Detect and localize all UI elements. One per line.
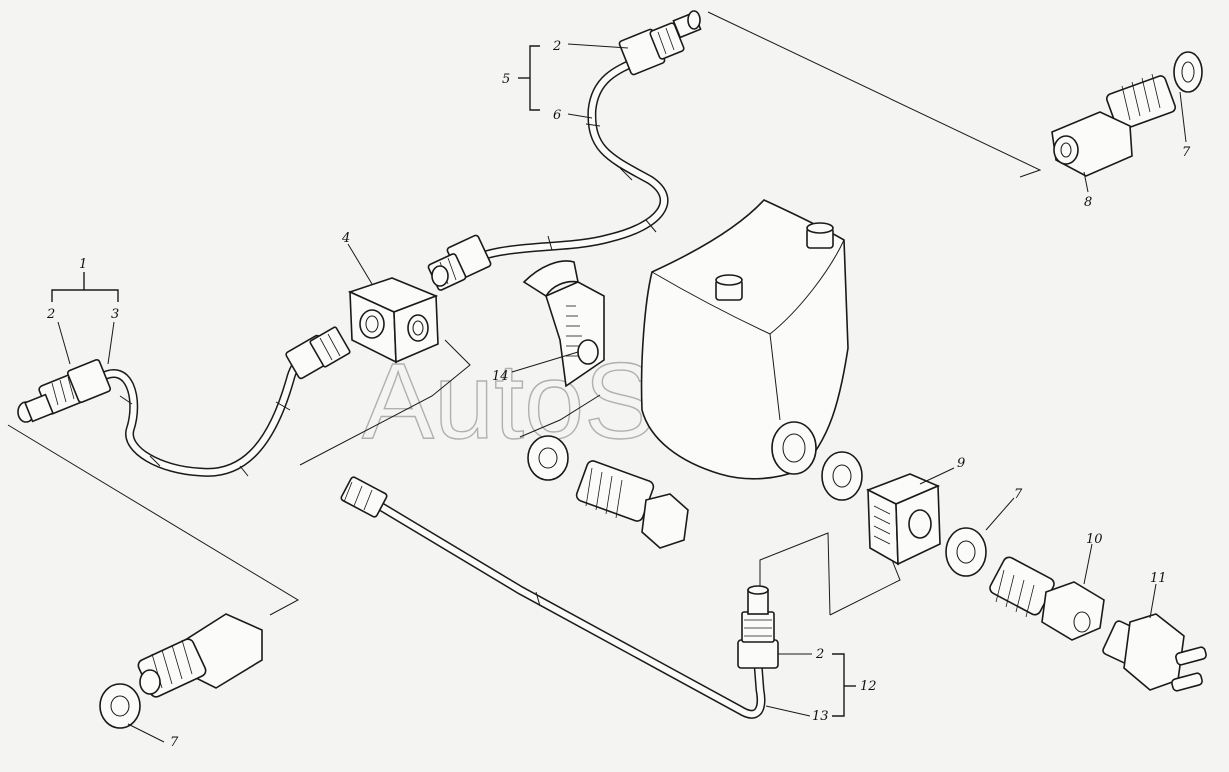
adapter-8 [1051, 73, 1177, 177]
label-8: 8 [1084, 195, 1092, 210]
adapter-lower-left [137, 613, 263, 698]
connection-lines [7, 11, 1042, 616]
label-9: 9 [957, 456, 965, 471]
label-2-left: 2 [46, 307, 55, 322]
block-9 [866, 473, 941, 566]
brake-master-cylinder [640, 199, 849, 480]
label-12: 12 [860, 679, 877, 694]
adapter-10 [989, 556, 1105, 641]
washer [821, 451, 863, 501]
bolt-and-washer [527, 435, 689, 549]
label-3: 3 [111, 307, 119, 322]
label-14: 14 [492, 369, 509, 384]
label-2-lower: 2 [815, 647, 824, 662]
label-4: 4 [341, 231, 350, 246]
label-10: 10 [1086, 532, 1103, 547]
washer-7-top [1173, 51, 1203, 93]
part-labels: 1 2 3 2 5 6 4 8 7 14 9 7 10 11 2 12 13 7 [46, 39, 1191, 750]
label-2-top: 2 [552, 39, 561, 54]
label-leaders [51, 43, 1187, 743]
switch-11 [1102, 613, 1207, 692]
label-13: 13 [812, 709, 829, 724]
label-1: 1 [79, 257, 87, 272]
label-7-top: 7 [1182, 145, 1191, 160]
label-11: 11 [1150, 571, 1167, 586]
label-5: 5 [502, 72, 510, 87]
pipe-assembly-5 [427, 10, 702, 291]
label-7-bottom: 7 [170, 735, 179, 750]
label-7-middle: 7 [1014, 487, 1023, 502]
tee-block-4 [347, 277, 439, 364]
pipe-assembly-12 [340, 476, 779, 719]
washer-7-middle [945, 527, 987, 577]
washer-7-bottom [99, 683, 141, 729]
label-6: 6 [553, 108, 561, 123]
pipe-assembly-1 [17, 326, 351, 477]
bracket-14 [522, 260, 605, 388]
